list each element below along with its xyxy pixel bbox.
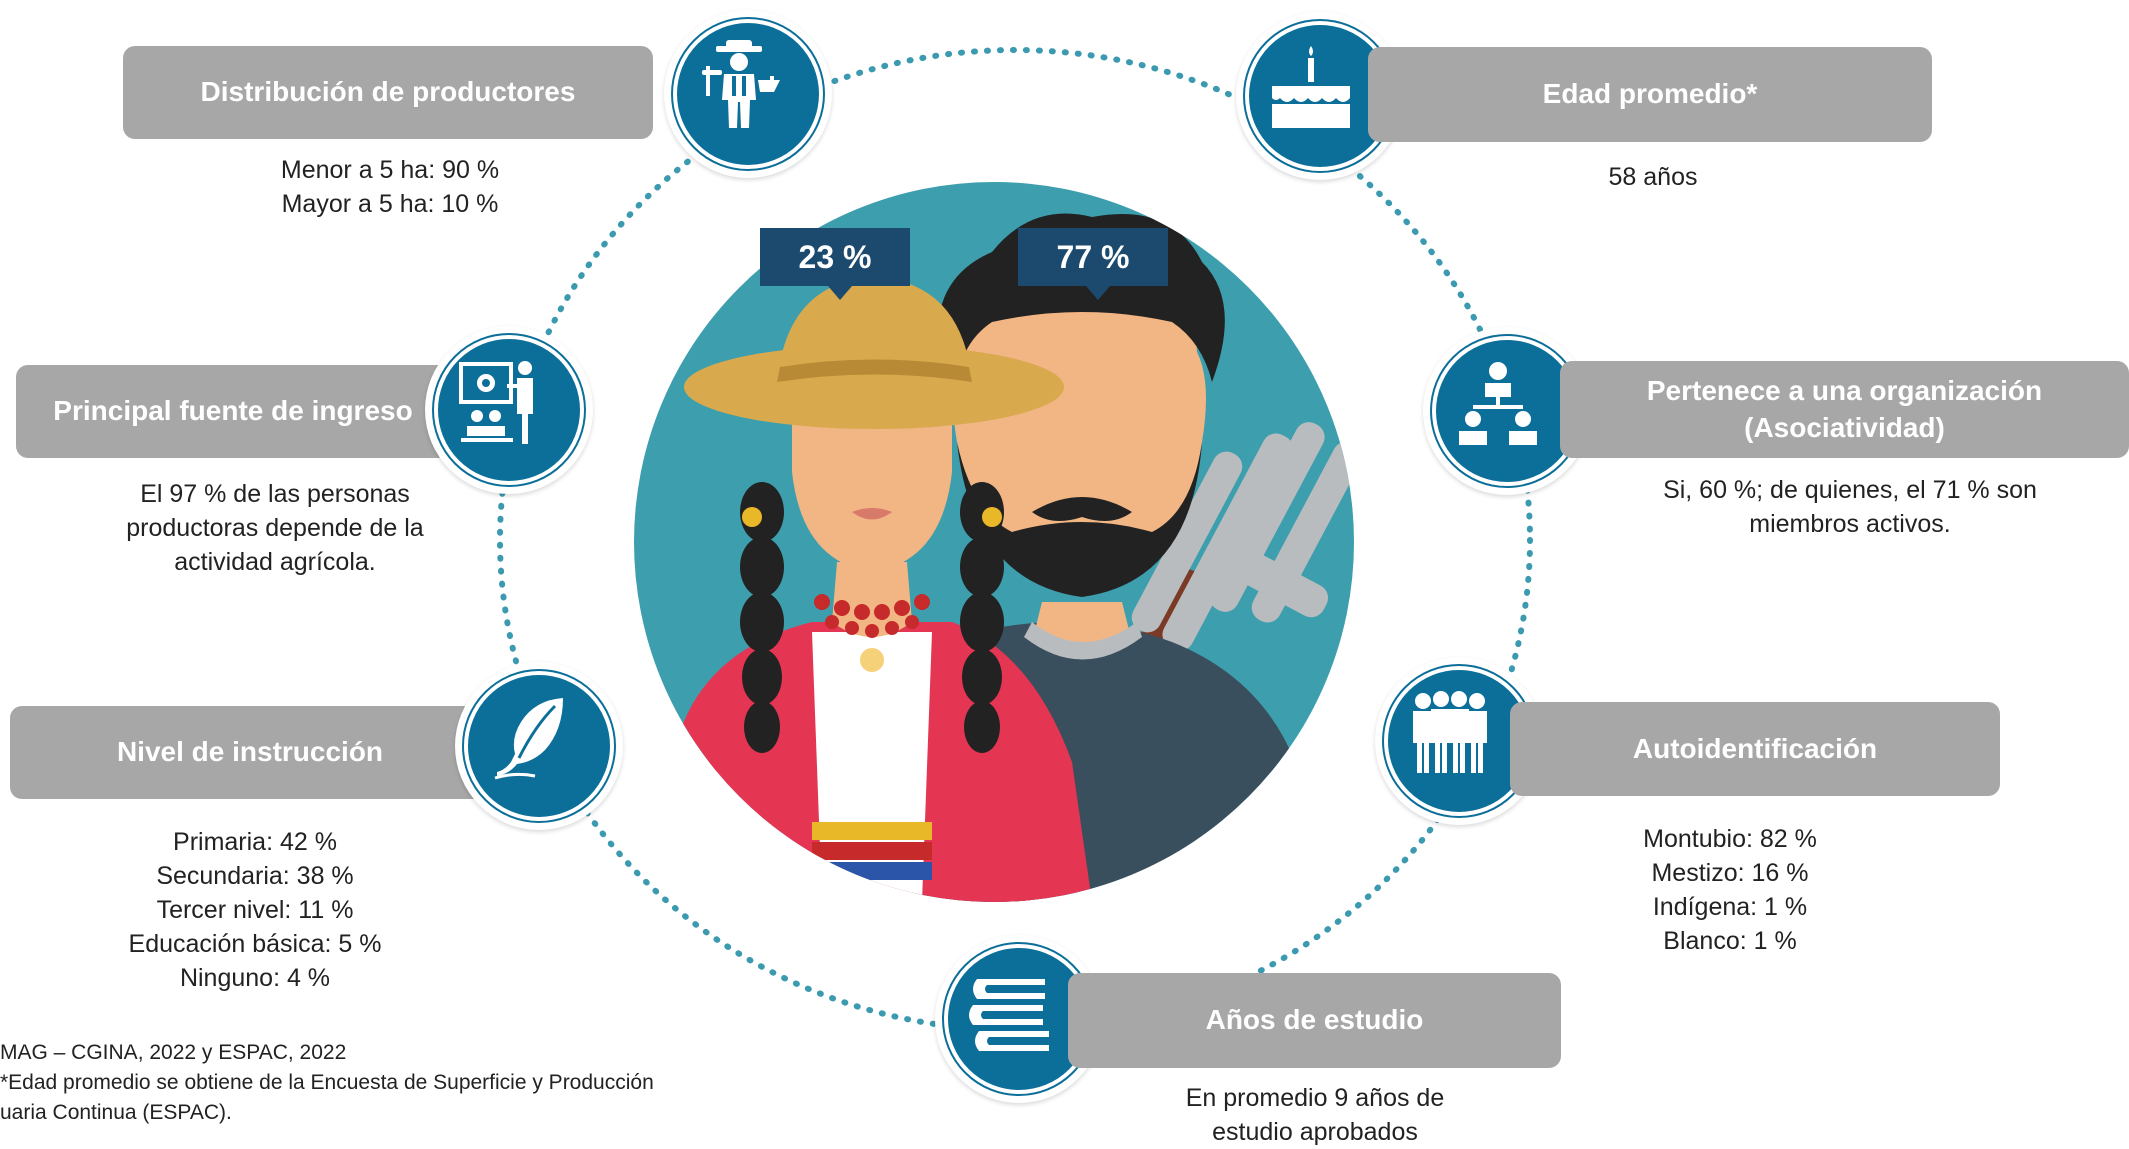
footnote: MAG – CGINA, 2022 y ESPAC, 2022 *Edad pr… xyxy=(0,1038,654,1128)
ingreso-banner: Principal fuente de ingreso xyxy=(16,365,450,458)
autoidentificacion-info: Montubio: 82 % Mestizo: 16 % Indígena: 1… xyxy=(1600,822,1860,958)
footnote-source: MAG – CGINA, 2022 y ESPAC, 2022 xyxy=(0,1041,347,1064)
distribucion-banner: Distribución de productores xyxy=(123,46,653,139)
farmer-icon xyxy=(702,40,780,128)
organizacion-info: Si, 60 %; de quienes, el 71 % son miembr… xyxy=(1600,473,2100,541)
autoidentificacion-badge xyxy=(1375,657,1543,825)
organizacion-badge xyxy=(1423,327,1591,495)
autoidentificacion-banner: Autoidentificación xyxy=(1510,702,2000,796)
instruccion-line-5: Ninguno: 4 % xyxy=(179,964,331,992)
producers-illustration xyxy=(634,182,1354,902)
organizacion-line-2: miembros activos. xyxy=(1749,510,1951,538)
organizacion-banner: Pertenece a una organización (Asociativi… xyxy=(1560,361,2129,458)
footnote-note-1: *Edad promedio se obtiene de la Encuesta… xyxy=(0,1071,654,1094)
autoidentificacion-line-4: Blanco: 1 % xyxy=(1663,927,1797,955)
instruccion-badge xyxy=(455,662,623,830)
instruccion-line-1: Primaria: 42 % xyxy=(173,828,337,856)
women-percentage-tag: 23 % xyxy=(760,228,910,300)
presentation-icon xyxy=(459,361,533,444)
distribucion-badge xyxy=(664,10,832,178)
edad-banner: Edad promedio* xyxy=(1368,47,1932,142)
estudio-info: En promedio 9 años de estudio aprobados xyxy=(1135,1081,1495,1149)
cake-icon xyxy=(1272,46,1350,128)
books-icon xyxy=(969,979,1049,1051)
organizacion-line-1: Si, 60 %; de quienes, el 71 % son xyxy=(1663,476,2037,504)
ingreso-line-1: El 97 % de las personas xyxy=(140,480,410,508)
autoidentificacion-line-1: Montubio: 82 % xyxy=(1643,825,1817,853)
instruccion-banner: Nivel de instrucción xyxy=(10,706,490,799)
edad-info: 58 años xyxy=(1553,160,1753,194)
ingreso-line-3: actividad agrícola. xyxy=(174,548,376,576)
instruccion-info: Primaria: 42 % Secundaria: 38 % Tercer n… xyxy=(100,825,410,995)
ingreso-info: El 97 % de las personas productoras depe… xyxy=(90,477,460,579)
distribucion-line-1: Menor a 5 ha: 90 % xyxy=(280,156,500,184)
instruccion-line-4: Educación básica: 5 % xyxy=(128,930,382,958)
organizacion-title-line-1: Pertenece a una organización xyxy=(1646,375,2043,407)
footnote-note-2: uaria Continua (ESPAC). xyxy=(0,1101,232,1124)
organizacion-title-line-2: (Asociatividad) xyxy=(1744,411,1945,443)
group-people-icon xyxy=(1413,691,1487,773)
quill-icon xyxy=(494,698,563,780)
ingreso-line-2: productoras depende de la xyxy=(126,514,424,542)
autoidentificacion-line-3: Indígena: 1 % xyxy=(1652,893,1808,921)
estudio-line-1: En promedio 9 años de xyxy=(1185,1084,1445,1112)
men-percentage-tag: 77 % xyxy=(1018,228,1168,300)
estudio-line-2: estudio aprobados xyxy=(1212,1118,1418,1146)
distribucion-info: Menor a 5 ha: 90 % Mayor a 5 ha: 10 % xyxy=(200,153,580,221)
instruccion-line-2: Secundaria: 38 % xyxy=(156,862,354,890)
estudio-banner: Años de estudio xyxy=(1068,973,1561,1068)
organization-icon xyxy=(1459,362,1537,445)
edad-line-1: 58 años xyxy=(1608,163,1698,191)
ingreso-badge xyxy=(425,326,593,494)
autoidentificacion-line-2: Mestizo: 16 % xyxy=(1651,859,1809,887)
distribucion-line-2: Mayor a 5 ha: 10 % xyxy=(281,190,499,218)
instruccion-line-3: Tercer nivel: 11 % xyxy=(156,896,354,924)
